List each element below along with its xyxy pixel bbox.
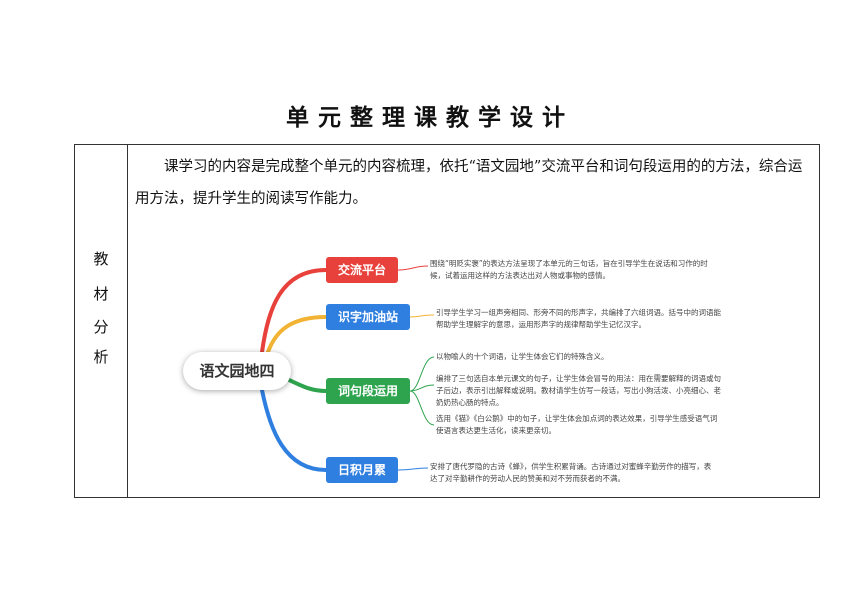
desc-line: 编排了三句选自本单元课文的句子，让学生体会冒号的用法：用在需要解释的词语或句 — [436, 374, 721, 383]
desc-line: 围绕“明贬实褒”的表达方法呈现了本单元的三句话，旨在引导学生在说话和习作的时 — [430, 259, 708, 268]
branch-exchange-platform: 交流平台 — [326, 257, 398, 283]
analysis-table: 教 材 分 析 课学习的内容是完成整个单元的内容梳理，依托“语文园地”交流平台和… — [74, 144, 820, 498]
desc-line: 达了对辛勤耕作的劳动人民的赞美和对不劳而获者的不满。 — [430, 474, 625, 483]
column-divider — [127, 145, 128, 497]
branch-description: 引导学生学习一组声旁相同、形旁不同的形声字，共编排了六组词语。括号中的词语能 帮… — [436, 307, 721, 331]
branch-description: 编排了三句选自本单元课文的句子，让学生体会冒号的用法：用在需要解释的词语或句 子… — [436, 373, 721, 409]
desc-line: 候，试着运用这样的方法表达出对人物或事物的感情。 — [430, 271, 610, 280]
branch-description: 安排了唐代罗隐的古诗《蜂》，供学生积累背诵。古诗通过对蜜蜂辛勤劳作的描写，表 达… — [430, 461, 711, 485]
desc-line: 帮助学生理解字的意思，运用形声字的规律帮助学生记忆汉字。 — [436, 320, 646, 329]
desc-line: 子后边，表示引出解释或说明。教材请学生仿写一段话，写出小狗活泼、小亮细心、老 — [436, 386, 721, 395]
analysis-paragraph: 课学习的内容是完成整个单元的内容梳理，依托“语文园地”交流平台和词句段运用的的方… — [135, 159, 803, 207]
section-label-char: 材 — [93, 285, 109, 303]
branch-daily-accumulation: 日积月累 — [326, 457, 398, 483]
desc-line: 使语言表达更生活化，读来更亲切。 — [436, 426, 556, 435]
branch-description: 以物喻人的十个词语，让学生体会它们的特殊含义。 — [436, 351, 609, 363]
mindmap-center-node: 语文园地四 — [183, 352, 291, 390]
branch-description: 围绕“明贬实褒”的表达方法呈现了本单元的三句话，旨在引导学生在说话和习作的时 候… — [430, 258, 708, 282]
section-label: 教 材 分 析 — [75, 145, 127, 497]
section-label-char: 析 — [93, 348, 109, 366]
desc-line: 以物喻人的十个词语，让学生体会它们的特殊含义。 — [436, 352, 609, 361]
desc-line: 引导学生学习一组声旁相同、形旁不同的形声字，共编排了六组词语。括号中的词语能 — [436, 308, 721, 317]
desc-line: 安排了唐代罗隐的古诗《蜂》，供学生积累背诵。古诗通过对蜜蜂辛勤劳作的描写，表 — [430, 462, 712, 471]
branch-word-sentence-use: 词句段运用 — [326, 378, 410, 404]
section-label-char: 分 — [93, 318, 109, 336]
branch-description: 选用《猫》《白公鹅》中的句子，让学生体会加点词的表达效果，引导学生感受语气词 使… — [436, 413, 717, 437]
desc-line: 奶奶热心肠的特点。 — [436, 398, 504, 407]
desc-line: 选用《猫》《白公鹅》中的句子，让学生体会加点词的表达效果，引导学生感受语气词 — [436, 414, 718, 423]
branch-literacy-station: 识字加油站 — [326, 304, 410, 330]
page-title: 单元整理课教学设计 — [286, 105, 574, 131]
section-label-char: 教 — [93, 250, 109, 268]
